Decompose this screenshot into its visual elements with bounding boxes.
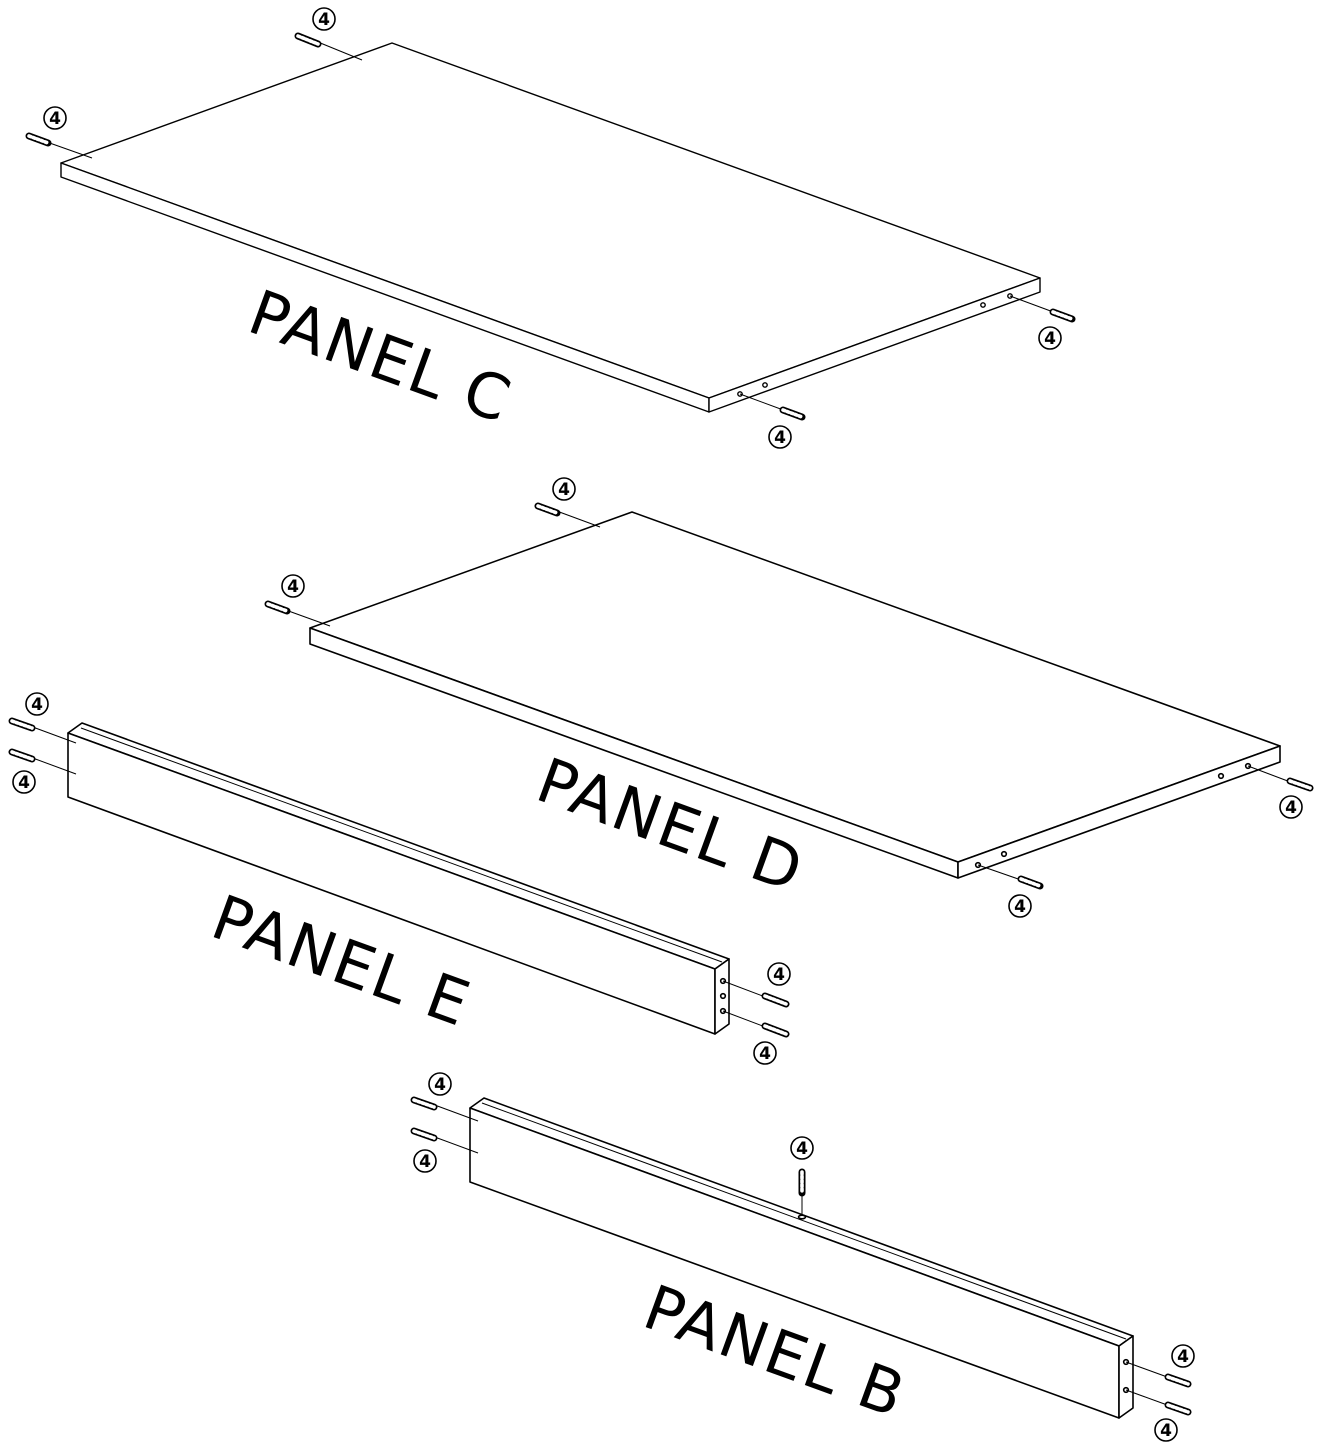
callout-circle — [552, 477, 576, 501]
callout-number: 4 — [1044, 329, 1056, 349]
callout-number: 4 — [49, 109, 61, 129]
callout-circle — [790, 1136, 814, 1160]
panel-c — [60, 42, 1041, 413]
callout-number: 4 — [1160, 1421, 1172, 1441]
dowel-pin — [761, 1022, 790, 1038]
part-callout: 4 — [1038, 326, 1062, 350]
leader-line — [553, 509, 601, 528]
callout-circle — [312, 7, 336, 31]
leader-line — [1125, 1361, 1171, 1379]
leader-line — [43, 140, 93, 159]
callout-number: 4 — [1177, 1347, 1189, 1367]
leader-line — [431, 1135, 479, 1154]
dowel-pin — [779, 406, 806, 421]
callout-number: 4 — [759, 1044, 771, 1064]
dowel-pin — [1164, 1373, 1192, 1388]
callout-number: 4 — [796, 1139, 808, 1159]
dowel-pin — [8, 748, 36, 763]
callout-number: 4 — [419, 1152, 431, 1172]
callout-circle — [43, 106, 67, 130]
callout-number: 4 — [774, 428, 786, 448]
part-callout: 4 — [43, 106, 67, 130]
part-callout: 4 — [768, 425, 792, 449]
callout-circle — [1154, 1418, 1178, 1442]
part-callout: 4 — [413, 1149, 437, 1173]
callout-circle — [767, 962, 791, 986]
part-callout: 4 — [428, 1072, 452, 1096]
leader-line — [29, 756, 77, 775]
panel-e — [67, 722, 730, 1035]
dowel-pin — [1286, 777, 1314, 792]
callout-circle — [428, 1072, 452, 1096]
callout-number: 4 — [287, 577, 299, 597]
dowel-pin — [534, 502, 561, 517]
callout-number: 4 — [31, 695, 43, 715]
callout-circle — [1279, 795, 1303, 819]
leader-line — [1247, 765, 1294, 784]
panel-d — [309, 511, 1281, 879]
dowel-pin — [8, 717, 36, 732]
dowel-pin — [410, 1096, 438, 1111]
leader-line — [29, 725, 77, 744]
callout-circle — [1038, 326, 1062, 350]
callout-circle — [1008, 894, 1032, 918]
callout-circle — [753, 1041, 777, 1065]
callout-circle — [1171, 1344, 1195, 1368]
leader-line — [431, 1103, 479, 1122]
panel-b — [469, 1097, 1134, 1419]
hardware-layer: 4 4 4 4 4 4 4 4 4 4 4 4 4 4 4 4 4 — [8, 7, 1314, 1442]
leader-line — [722, 1010, 769, 1029]
dowel-pin — [410, 1127, 438, 1142]
part-callout: 4 — [281, 574, 305, 598]
part-callout: 4 — [1154, 1418, 1178, 1442]
callout-circle — [768, 425, 792, 449]
callout-number: 4 — [1014, 897, 1026, 917]
callout-number: 4 — [773, 965, 785, 985]
callout-circle — [25, 692, 49, 716]
callout-number: 4 — [1285, 798, 1297, 818]
callout-number: 4 — [318, 10, 330, 30]
part-callout: 4 — [12, 770, 36, 794]
callout-circle — [413, 1149, 437, 1173]
dowel-pin — [1049, 308, 1076, 323]
dowel-pin — [264, 600, 291, 615]
part-callout: 4 — [25, 692, 49, 716]
callout-number: 4 — [18, 773, 30, 793]
part-callout: 4 — [312, 7, 336, 31]
part-callout: 4 — [552, 477, 576, 501]
callout-number: 4 — [558, 480, 570, 500]
dowel-pin — [761, 992, 790, 1008]
leader-line — [739, 393, 787, 412]
dowel-pin — [1017, 875, 1044, 890]
part-callout: 4 — [790, 1136, 814, 1160]
part-callout: 4 — [767, 962, 791, 986]
part-callout: 4 — [1008, 894, 1032, 918]
dowel-pin — [294, 32, 322, 48]
leader-line — [977, 864, 1025, 882]
part-callout: 4 — [753, 1041, 777, 1065]
callout-number: 4 — [434, 1075, 446, 1095]
dowel-pin — [1164, 1401, 1192, 1416]
leader-line — [1125, 1389, 1171, 1407]
leader-line — [282, 608, 331, 627]
dowel-pin — [25, 132, 52, 147]
part-callout: 4 — [1279, 795, 1303, 819]
leader-line — [722, 980, 769, 999]
callout-circle — [281, 574, 305, 598]
part-callout: 4 — [1171, 1344, 1195, 1368]
callout-circle — [12, 770, 36, 794]
leader-line — [1009, 295, 1057, 314]
